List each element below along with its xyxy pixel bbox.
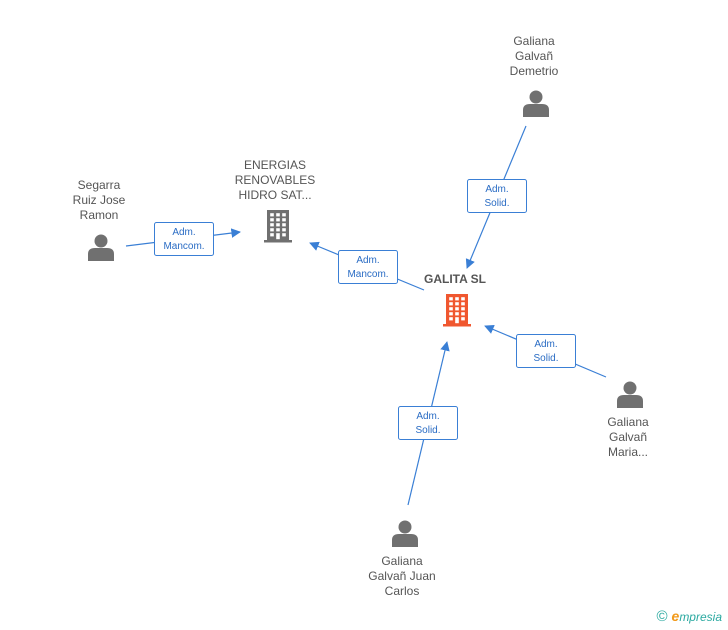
person-icon <box>617 381 643 408</box>
edge-label-box[interactable] <box>467 179 527 213</box>
edge-juancarlos-galita: Adm. Solid. <box>398 341 458 506</box>
edges-layer: Adm. Mancom. Adm. Mancom. Adm. Solid. Adm. Soli… <box>125 125 607 506</box>
building-icon <box>443 294 471 327</box>
node-label: Galiana <box>381 554 423 568</box>
node-label: Galvañ <box>609 430 647 444</box>
edge-galita-energias: Adm. Mancom. <box>309 241 425 291</box>
person-icon <box>392 520 418 547</box>
node-label: Galvañ <box>515 49 553 63</box>
node-label: ENERGIAS <box>244 158 306 172</box>
edge-segarra-energias: Adm. Mancom. <box>125 222 241 256</box>
edge-label-text: Adm. <box>172 227 195 238</box>
node-label: Ruiz Jose <box>73 193 126 207</box>
brand-name: mpresia <box>679 610 722 624</box>
edge-label-text: Adm. <box>416 411 439 422</box>
edge-demetrio-galita: Adm. Solid. <box>465 125 527 269</box>
edge-label-text: Adm. <box>356 255 379 266</box>
edge-label-text: Solid. <box>415 425 440 436</box>
node-galita[interactable]: GALITA SL <box>424 272 486 327</box>
person-icon <box>88 234 114 261</box>
node-label: Galiana <box>607 415 649 429</box>
node-label: Maria... <box>608 445 648 459</box>
edge-label-text: Solid. <box>533 353 558 364</box>
edge-label-box[interactable] <box>516 334 576 368</box>
node-maria[interactable]: GalianaGalvañMaria... <box>607 381 649 460</box>
edge-label-text: Adm. <box>534 339 557 350</box>
brand-initial: e <box>671 608 680 624</box>
edge-label-text: Adm. <box>485 184 508 195</box>
node-label: HIDRO SAT... <box>238 188 311 202</box>
edge-label-box[interactable] <box>398 406 458 440</box>
node-label: Ramon <box>80 208 119 222</box>
node-label: Carlos <box>385 584 420 598</box>
building-icon <box>264 210 292 243</box>
copyright-icon: © <box>656 607 668 625</box>
node-label: Galvañ Juan <box>368 569 435 583</box>
person-icon <box>523 90 549 117</box>
node-label: Segarra <box>78 178 121 192</box>
edge-label-box[interactable] <box>154 222 214 256</box>
edge-label-box[interactable] <box>338 250 398 284</box>
edge-label-text: Mancom. <box>163 241 204 252</box>
node-label: Galiana <box>513 34 555 48</box>
edge-maria-galita: Adm. Solid. <box>484 324 607 378</box>
node-label: Demetrio <box>510 64 559 78</box>
brand-logo[interactable]: empresia <box>672 608 722 624</box>
node-label: GALITA SL <box>424 272 486 286</box>
footer-brand: © empresia <box>656 608 722 624</box>
edge-label-text: Solid. <box>484 198 509 209</box>
node-label: RENOVABLES <box>235 173 315 187</box>
edge-label-text: Mancom. <box>347 269 388 280</box>
